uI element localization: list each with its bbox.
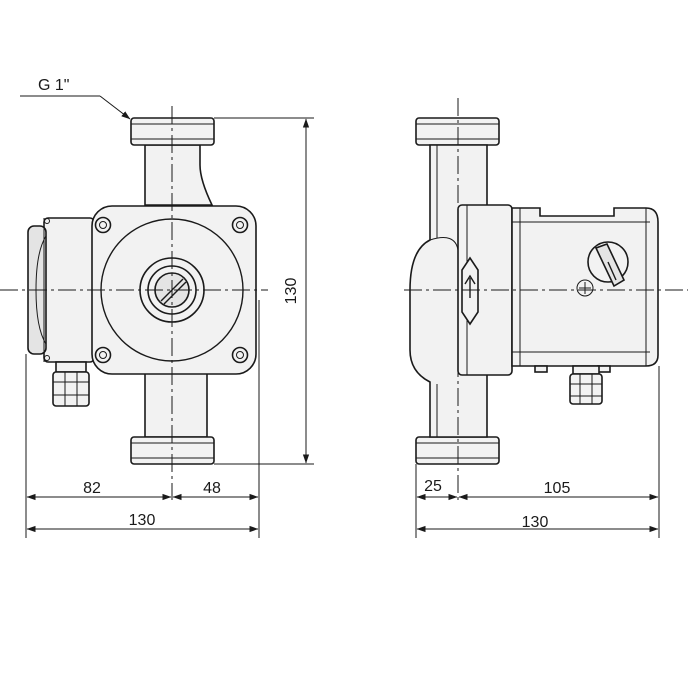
front-width-left-label: 82	[83, 480, 101, 497]
front-top-neck	[144, 144, 214, 206]
side-view	[409, 117, 659, 465]
front-view	[27, 117, 257, 465]
side-cable-gland	[569, 365, 603, 405]
side-total-width-label: 130	[522, 514, 549, 531]
side-offset-label: 25	[424, 478, 442, 495]
dimensions	[20, 95, 660, 538]
front-bottom-neck	[144, 364, 208, 438]
center-lines	[0, 98, 688, 500]
height-label: 130	[283, 278, 300, 305]
side-body-depth-label: 105	[544, 480, 571, 497]
terminal-screw	[44, 218, 50, 224]
terminal-screw	[44, 355, 50, 361]
speed-selector-knob-icon	[587, 241, 629, 288]
front-total-width-label: 130	[129, 512, 156, 529]
dimension-labels: G 1" 130 82 48 130 25 105 130	[38, 77, 570, 531]
cross-screw-icon	[576, 279, 594, 297]
front-width-right-label: 48	[203, 480, 221, 497]
flow-direction-arrow-icon	[461, 256, 479, 326]
front-cable-gland	[52, 361, 90, 407]
housing-bolts	[94, 216, 249, 364]
thread-label: G 1"	[38, 77, 69, 94]
